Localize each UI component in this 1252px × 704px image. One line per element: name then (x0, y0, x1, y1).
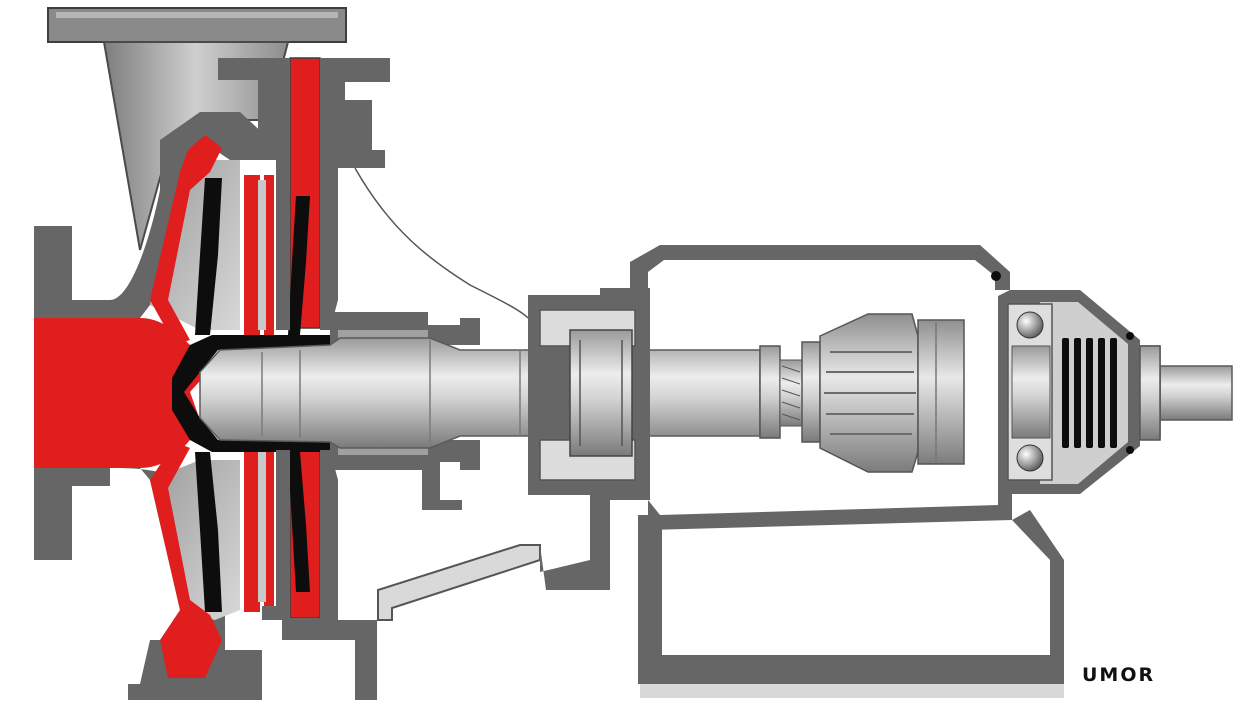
seal-plate-upper (289, 57, 321, 329)
impeller-hub (34, 318, 208, 468)
rear-seal-rings (1062, 338, 1117, 448)
impeller (34, 57, 321, 678)
front-bearing-housing (528, 288, 650, 580)
impeller-blades (172, 178, 330, 612)
bearing-frame (630, 245, 1064, 698)
stuffing-box (330, 312, 480, 510)
suction-flange (34, 226, 110, 318)
back-casing (218, 58, 390, 700)
coupling (759, 313, 965, 473)
lower-support-bracket (377, 544, 541, 621)
shaft-end (1159, 365, 1233, 421)
brand-label: UMOR (1082, 664, 1156, 686)
bearing-ball-top (1016, 311, 1044, 339)
rear-bearing-housing (998, 290, 1161, 494)
shaft-main (199, 337, 761, 449)
bearing-ball-bottom (1016, 444, 1044, 472)
discharge-nozzle (47, 7, 347, 251)
casing-outline-curve (354, 167, 529, 319)
base-plate (640, 684, 1064, 698)
